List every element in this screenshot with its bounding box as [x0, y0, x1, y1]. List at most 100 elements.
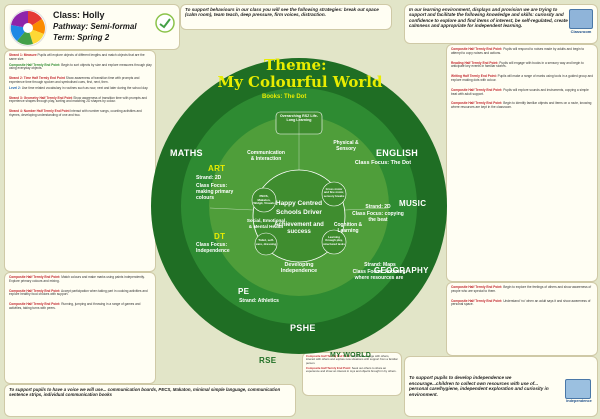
center-line-1: Happy Centred [275, 200, 323, 207]
right-item-0: Composite Half Termly End Point: Pupils … [451, 47, 594, 56]
left-item-1: Composite Half Termly End Point: Begin t… [9, 62, 152, 72]
subject-pshe: PSHE [290, 323, 316, 333]
bottom-right-item-1-label: Composite Half Termly End Point: [451, 298, 503, 303]
bottom-right-item-1-text: Understand 'no' when an adult says it an… [451, 298, 591, 307]
voice-footer-card: To support pupils to have a voice we wil… [4, 384, 296, 417]
left-item-5-text: Interact with number songs, counting act… [9, 109, 142, 117]
right-item-3-text: Pupils will explore sounds and instrumen… [451, 87, 589, 96]
bottom-left-item-1-label: Composite Half Termly End Point: [9, 288, 61, 293]
subject-geography: GEOGRAPHY [374, 266, 429, 275]
left-item-1-label: Composite Half Termly End Point: [9, 62, 61, 67]
right-item-3: Composite Half Termly End Point: Pupils … [451, 87, 594, 97]
learning-environment-card: In our learning environment, displays an… [404, 4, 598, 44]
left-item-2-text: Show awareness of transition time with p… [9, 76, 140, 84]
right-item-4-label: Composite Half Termly End Point: [451, 101, 503, 106]
pecs-circle [251, 187, 277, 213]
right-item-1: Reading Half Termly End Point: Pupils wi… [451, 60, 594, 70]
music-strand: Strand: 2D [365, 204, 391, 210]
learning-label: Learning through play, structured tasks [323, 235, 345, 246]
right-item-4-text: Begin to identify familiar objects and i… [451, 101, 592, 110]
left-item-0-label: Strand 1: Measure [9, 53, 37, 57]
independence-icon [565, 379, 591, 399]
bottom-left-item-0-label: Composite Half Termly End Point: [9, 275, 61, 279]
right-item-2-text: Pupils will make a range of marks using … [451, 74, 593, 82]
school-logo-icon [9, 9, 47, 47]
right-item-1-label: Reading Half Termly End Point: [451, 60, 499, 65]
right-item-4: Composite Half Termly End Point: Begin t… [451, 101, 594, 110]
left-item-4: Strand 3: Geometry Half Termly End Point… [9, 95, 152, 105]
bottom-right-item-0-label: Composite Half Termly End Point: [451, 285, 503, 289]
left-item-5: Strand 4: Number Half Termly End Point I… [9, 109, 152, 118]
right-item-2-label: Writing Half Termly End Point: [451, 74, 497, 79]
art-focus: Class Focus: making primary colours [196, 183, 234, 201]
right-item-3-label: Composite Half Termly End Point: [451, 87, 503, 92]
left-item-1-text: Begin to sort objects by size and explor… [9, 62, 152, 71]
left-item-2: Strand 2: Time Half Termly End Point Sho… [9, 76, 152, 85]
books-line: Books: The Dot [262, 94, 307, 100]
maths-text-card: Strand 1: Measure Pupils will explore ob… [4, 50, 156, 272]
subject-art: ART [208, 164, 226, 173]
bottom-center-text-block: Composite Half Termly End Point: Pupils … [306, 354, 398, 374]
physical-label: Physical & Sensory [333, 140, 359, 152]
right-item-1-text: Pupils will engage with books in a senso… [451, 60, 584, 69]
social-label: Social, Emotional & Mental Health [246, 218, 286, 229]
geography-focus: Class Focus: knowing where resources are [352, 269, 406, 281]
classroom-label: Classroom [570, 29, 592, 34]
central-diagram [151, 58, 447, 354]
left-item-0: Strand 1: Measure Pupils will explore ob… [9, 53, 152, 62]
pathway-line: Pathway: Semi-formal [53, 22, 137, 31]
bottom-left-item-0: Composite Half Termly End Point: Match c… [9, 275, 152, 284]
toilet-label: Toilet, self-care, dressing [255, 238, 277, 246]
learning-environment-text: In our learning environment, displays an… [409, 7, 568, 29]
classroom-icon [569, 9, 593, 29]
subject-dt: DT [214, 232, 226, 241]
bottom-center-item-0-text: Pupils will engage with others, interact… [306, 354, 398, 365]
communication-label: Communication & Interaction [247, 150, 285, 162]
right-item-0-label: Composite Half Termly End Point: [451, 47, 503, 51]
right-text-block: Composite Half Termly End Point: Pupils … [451, 47, 594, 110]
left-item-3: Level 2: Use time related vocabulary in … [9, 85, 152, 91]
motor-label: Gross motor and fine motor, sensory brea… [323, 187, 345, 198]
bottom-center-item-0-label: Composite Half Termly End Point: [306, 354, 352, 358]
left-item-5-label: Strand 4: Number Half Termly End Point [9, 109, 70, 114]
dt-focus: Class Focus: Independence [196, 242, 230, 254]
pecs-label: PECS, Makaton, Widgit, Visuals [253, 194, 275, 206]
independence-footer-card: To support pupils to develop independenc… [404, 356, 598, 417]
bottom-center-item-1: Composite Half Termly End Point: Seek ou… [306, 365, 398, 374]
term-line: Term: Spring 2 [53, 33, 110, 42]
bottom-center-item-1-label: Composite Half Termly End Point: [306, 365, 352, 370]
left-item-4-text: Show awareness of transition time with p… [9, 95, 147, 104]
right-item-2: Writing Half Termly End Point: Pupils wi… [451, 74, 594, 83]
behaviour-strategies-card: To support behaviours in our class you w… [180, 4, 392, 30]
learning-circle [321, 229, 347, 255]
bottom-center-item-1-text: Seek out others to share an experience a… [306, 365, 397, 374]
independence-footer-text: To support pupils to develop independenc… [409, 375, 549, 397]
left-item-3-label: Level 2: [9, 85, 21, 90]
center-line-3: Achievement and success [274, 222, 324, 235]
motor-circle [321, 181, 347, 207]
english-text-card: Composite Half Termly End Point: Pupils … [446, 44, 598, 282]
theme-title: My Colourful World [217, 73, 383, 91]
left-item-3-text: Use time related vocabulary in routines … [21, 85, 149, 90]
behaviour-strategies-text: To support behaviours in our class you w… [185, 7, 379, 18]
english-focus: Class Focus: The Dot [354, 160, 412, 166]
pe-strand: Strand: Athletics [239, 298, 279, 304]
bottom-right-item-1: Composite Half Termly End Point: Underst… [451, 298, 594, 308]
bottom-left-item-1-text: Accept participation when taking part in… [9, 288, 148, 297]
rse-text-card: Composite Half Termly End Point: Pupils … [302, 352, 402, 396]
subject-pe: PE [238, 287, 250, 296]
class-line: Class: Holly [53, 10, 105, 20]
subject-rse: RSE [259, 356, 277, 365]
bottom-right-item-0: Composite Half Termly End Point: Begin t… [451, 285, 594, 294]
maths-text-block: Strand 1: Measure Pupils will explore ob… [9, 53, 152, 118]
header-card: Class: Holly Pathway: Semi-formal Term: … [4, 4, 180, 50]
bottom-right-item-0-text: Begin to explore the feelings of others … [451, 285, 592, 293]
bottom-left-item-2: Composite Half Termly End Point: Running… [9, 302, 152, 311]
bottom-right-text-block: Composite Half Termly End Point: Begin t… [451, 285, 594, 308]
art-strand: Strand: 2D [196, 175, 222, 181]
bottom-left-text-block: Composite Half Termly End Point: Match c… [9, 275, 152, 311]
cognition-label: Cognition & Learning [333, 222, 363, 234]
pshe-myworld-text-card: Composite Half Termly End Point: Begin t… [446, 282, 598, 356]
overarching-label: Overarching RSZ Life-Long Learning [280, 114, 318, 123]
